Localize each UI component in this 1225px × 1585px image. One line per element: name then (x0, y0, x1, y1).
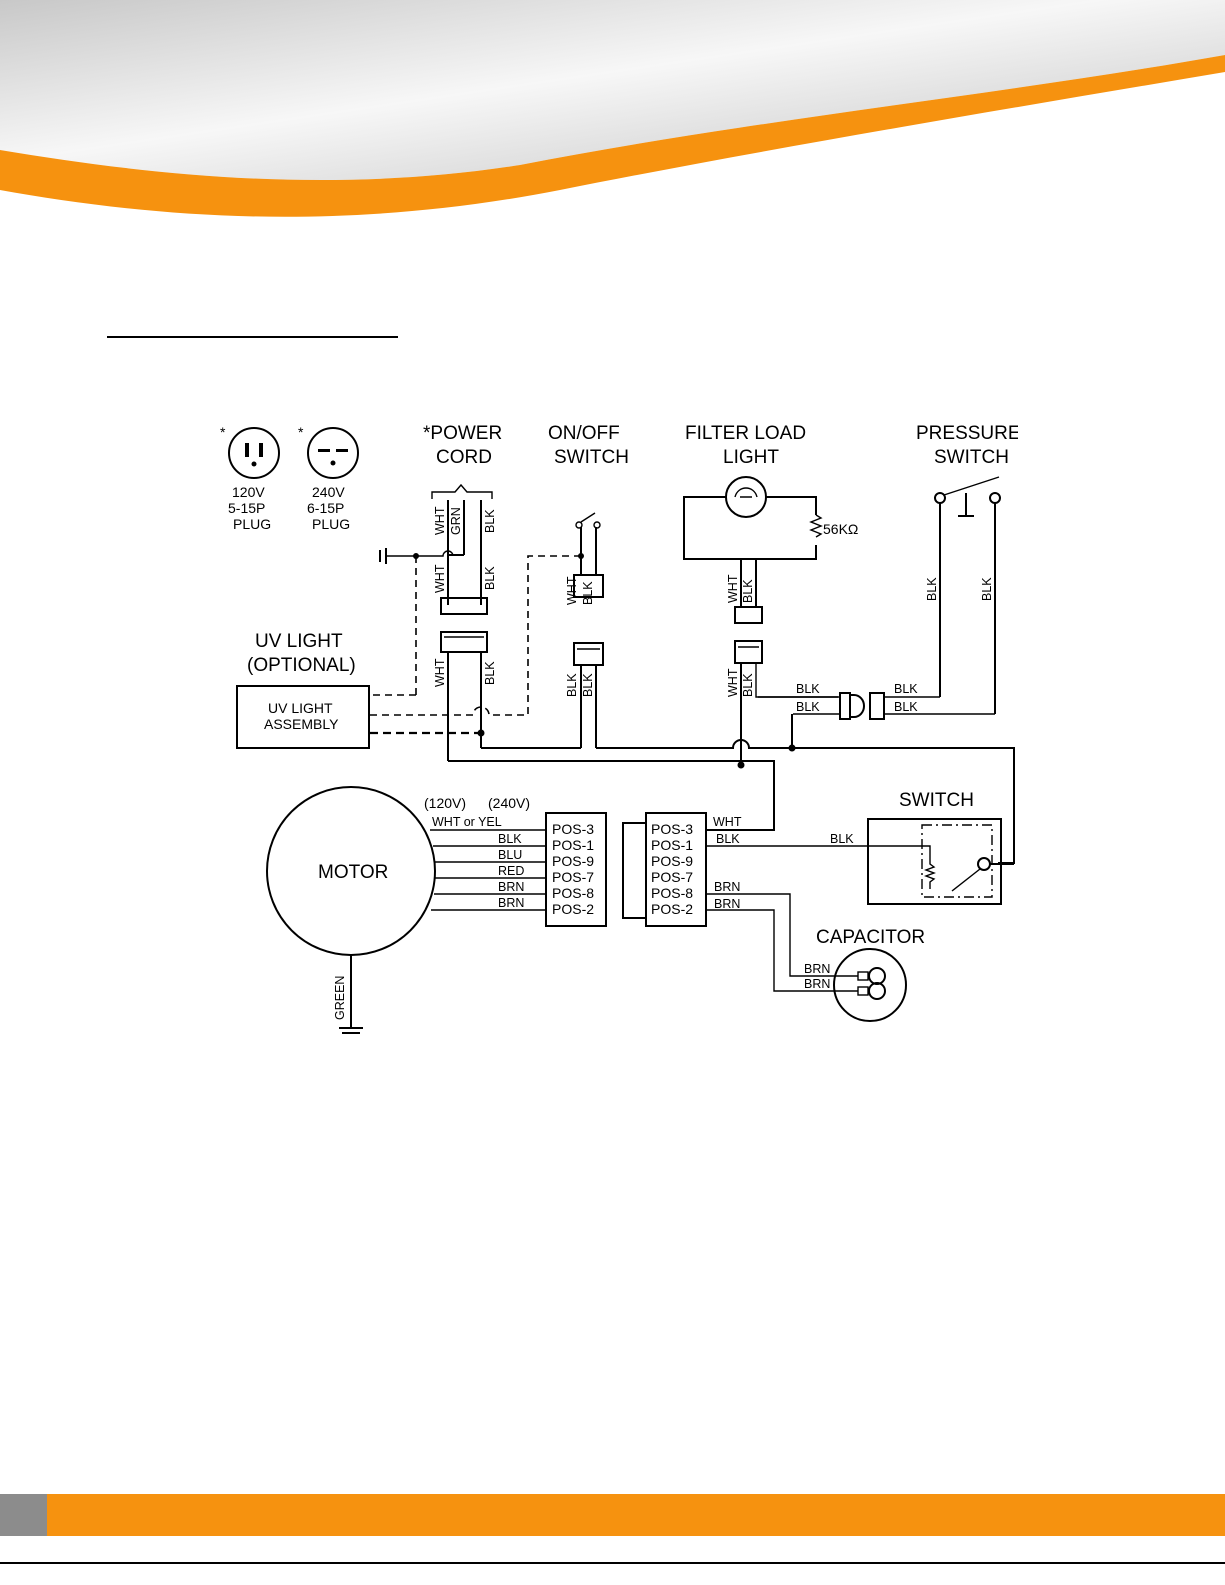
svg-text:BRN: BRN (714, 880, 740, 894)
svg-text:POS-8: POS-8 (552, 885, 594, 901)
heading-underline (107, 336, 398, 338)
svg-text:POS-2: POS-2 (651, 901, 693, 917)
resistor-56k (809, 514, 823, 538)
svg-text:BLK: BLK (925, 577, 939, 601)
on-off-switch-plug (573, 574, 604, 598)
svg-text:POS-7: POS-7 (651, 869, 693, 885)
svg-text:POS-9: POS-9 (552, 853, 594, 869)
switch-title: SWITCH (899, 790, 974, 811)
svg-text:WHT: WHT (433, 658, 447, 687)
uv-light-title-1: UV LIGHT (255, 631, 343, 652)
svg-text:BLK: BLK (796, 682, 820, 696)
svg-text:WHT: WHT (726, 574, 740, 603)
power-cord-brace (431, 483, 493, 499)
svg-text:WHT or YEL: WHT or YEL (432, 815, 502, 829)
power-cord-receptacle (440, 631, 488, 653)
bottom-rule (0, 1562, 1225, 1564)
svg-text:BLK: BLK (894, 682, 918, 696)
orange-swoosh (0, 55, 1225, 217)
svg-text:POS-7: POS-7 (552, 869, 594, 885)
svg-text:WHT: WHT (713, 815, 742, 829)
svg-text:BLK: BLK (565, 673, 579, 697)
svg-text:BLK: BLK (796, 700, 820, 714)
plug-120v-caption: PLUG (233, 516, 271, 532)
svg-text:GREEN: GREEN (333, 976, 347, 1020)
svg-text:BLK: BLK (980, 577, 994, 601)
pressure-switch-title-2: SWITCH (934, 447, 1009, 468)
plug-120v-icon: * (220, 424, 280, 479)
plug-240v-type: 6-15P (307, 500, 344, 516)
power-cord-title-1: *POWER (423, 423, 502, 444)
on-off-switch-receptacle (573, 642, 604, 666)
switch-box (867, 818, 1002, 905)
ground-icon (379, 548, 454, 564)
filter-load-light-title-2: LIGHT (723, 447, 779, 468)
svg-text:POS-1: POS-1 (651, 837, 693, 853)
svg-text:POS-3: POS-3 (651, 821, 693, 837)
resistor-value: 56KΩ (823, 521, 858, 537)
on-off-switch-title-2: SWITCH (554, 447, 629, 468)
svg-text:BRN: BRN (804, 977, 830, 991)
svg-text:BLU: BLU (498, 848, 522, 862)
svg-text:BLK: BLK (498, 832, 522, 846)
svg-text:*: * (220, 424, 226, 440)
power-cord-plug (440, 597, 488, 615)
plug-120v-type: 5-15P (228, 500, 265, 516)
svg-text:BLK: BLK (483, 661, 497, 685)
on-off-switch-title-1: ON/OFF (548, 423, 620, 444)
svg-text:*: * (298, 424, 304, 440)
uv-light-assembly-box (236, 685, 370, 749)
wiring-diagram: * 120V 5-15P PLUG * 240V 6-15P PLUG *POW… (218, 405, 1018, 1045)
pressure-receptacle (869, 692, 885, 720)
svg-text:BLK: BLK (741, 673, 755, 697)
plug-240v-voltage: 240V (312, 484, 345, 500)
svg-text:WHT: WHT (433, 506, 447, 535)
svg-text:POS-3: POS-3 (552, 821, 594, 837)
relay-coil (868, 845, 936, 889)
svg-text:BLK: BLK (581, 581, 595, 605)
label-240v: (240V) (488, 795, 530, 811)
power-cord-title-2: CORD (436, 447, 492, 468)
capacitor-title: CAPACITOR (816, 927, 925, 948)
svg-text:BRN: BRN (804, 962, 830, 976)
svg-text:GRN: GRN (449, 507, 463, 535)
motor-label: MOTOR (318, 862, 388, 883)
connector-block-harness (645, 812, 707, 927)
pressure-plug (839, 692, 851, 720)
plug-120v-voltage: 120V (232, 484, 265, 500)
svg-text:POS-8: POS-8 (651, 885, 693, 901)
connector-block-motor (545, 812, 607, 927)
capacitor-circle (833, 948, 907, 1022)
switch-relay-outline (921, 824, 993, 898)
svg-text:BRN: BRN (498, 896, 524, 910)
uv-light-title-2: (OPTIONAL) (247, 655, 356, 676)
svg-text:BLK: BLK (716, 832, 740, 846)
svg-text:WHT: WHT (565, 576, 579, 605)
svg-text:BLK: BLK (483, 509, 497, 533)
svg-text:RED: RED (498, 864, 524, 878)
svg-text:POS-9: POS-9 (651, 853, 693, 869)
svg-text:BLK: BLK (581, 673, 595, 697)
plug-240v-icon: * (298, 424, 359, 479)
filter-load-light-title-1: FILTER LOAD (685, 423, 806, 444)
svg-text:BLK: BLK (830, 832, 854, 846)
footer-tab (0, 1494, 47, 1536)
plug-240v-caption: PLUG (312, 516, 350, 532)
uv-light-assembly-label-1: UV LIGHT (268, 700, 333, 716)
svg-text:POS-1: POS-1 (552, 837, 594, 853)
footer-bar (0, 1494, 1225, 1536)
pressure-switch-title-1: PRESSURE (916, 423, 1018, 444)
svg-text:WHT: WHT (726, 668, 740, 697)
svg-text:BRN: BRN (498, 880, 524, 894)
svg-text:BLK: BLK (741, 579, 755, 603)
svg-text:WHT: WHT (433, 564, 447, 593)
svg-text:BLK: BLK (894, 700, 918, 714)
svg-text:POS-2: POS-2 (552, 901, 594, 917)
svg-text:BRN: BRN (714, 897, 740, 911)
uv-light-assembly-label-2: ASSEMBLY (264, 716, 339, 732)
label-120v: (120V) (424, 795, 466, 811)
header-banner (0, 0, 1225, 217)
svg-text:BLK: BLK (483, 566, 497, 590)
